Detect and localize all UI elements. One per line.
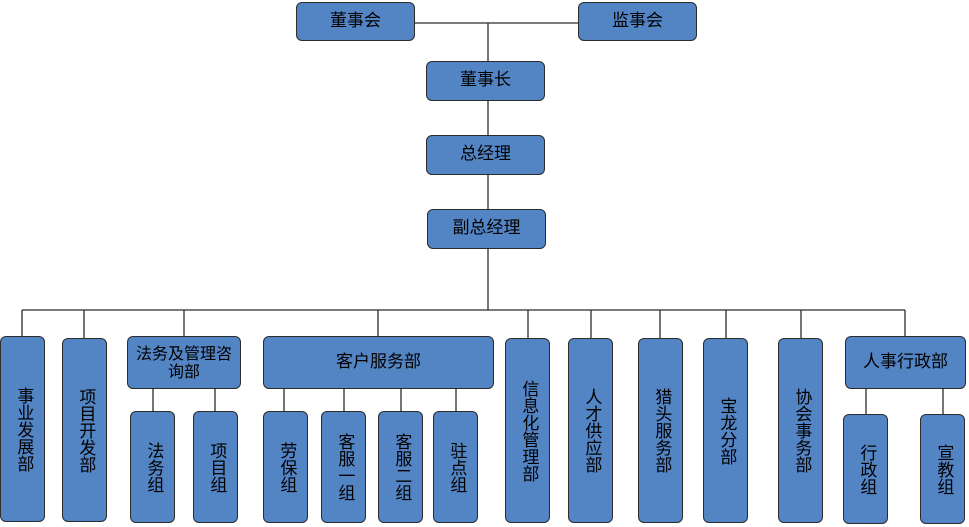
chairman-label: 董事长 xyxy=(460,70,511,91)
project-group: 项目组 xyxy=(193,411,238,523)
legal-consulting-dept: 法务及管理咨询部 xyxy=(127,336,241,389)
project-dev-dept: 项目开发部 xyxy=(62,338,107,522)
admin-group: 行政组 xyxy=(843,414,888,524)
project-group-label: 项目组 xyxy=(206,441,227,493)
hr-admin-dept: 人事行政部 xyxy=(845,336,966,389)
cs-group-2-label: 客服二组 xyxy=(391,433,412,501)
labor-group-label: 劳保组 xyxy=(276,441,297,493)
baolong-branch-label: 宝龙分部 xyxy=(716,396,737,465)
talent-dept-label: 人才供应部 xyxy=(581,388,602,473)
baolong-branch: 宝龙分部 xyxy=(703,338,748,523)
edu-group: 宣教组 xyxy=(920,414,965,524)
gm-label: 总经理 xyxy=(460,144,511,165)
association-affairs-dept: 协会事务部 xyxy=(778,338,823,523)
board-label: 董事会 xyxy=(330,10,381,31)
business-dev-label: 事业发展部 xyxy=(13,386,34,472)
legal-group-label: 法务组 xyxy=(143,441,164,493)
talent-supply-dept: 人才供应部 xyxy=(568,338,613,523)
it-dept-label: 信息化管理部 xyxy=(518,379,539,482)
customer-dept-label: 客户服务部 xyxy=(336,351,421,372)
edu-group-label: 宣教组 xyxy=(933,443,954,495)
business-dev-dept: 事业发展部 xyxy=(0,336,45,522)
supervisory-label: 监事会 xyxy=(612,10,663,31)
vgm-label: 副总经理 xyxy=(452,218,521,239)
cs-group-1-label: 客服一组 xyxy=(334,433,355,501)
customer-service-dept: 客户服务部 xyxy=(263,336,494,389)
onsite-group: 驻点组 xyxy=(433,411,478,523)
board-node: 董事会 xyxy=(296,2,415,41)
chairman-node: 董事长 xyxy=(426,61,545,101)
hr-dept-label: 人事行政部 xyxy=(863,351,948,372)
supervisory-node: 监事会 xyxy=(578,2,697,41)
onsite-group-label: 驻点组 xyxy=(446,441,467,493)
project-dev-label: 项目开发部 xyxy=(75,387,96,473)
cs-group-2: 客服二组 xyxy=(378,411,423,523)
legal-group: 法务组 xyxy=(130,411,175,523)
headhunting-dept: 猎头服务部 xyxy=(638,338,683,523)
it-management-dept: 信息化管理部 xyxy=(505,338,550,523)
assoc-dept-label: 协会事务部 xyxy=(791,388,812,473)
legal-dept-label: 法务及管理咨询部 xyxy=(135,343,232,381)
cs-group-1: 客服一组 xyxy=(321,411,366,523)
headhunt-dept-label: 猎头服务部 xyxy=(651,388,672,473)
gm-node: 总经理 xyxy=(426,135,545,175)
labor-group: 劳保组 xyxy=(263,411,308,523)
vgm-node: 副总经理 xyxy=(427,209,546,249)
admin-group-label: 行政组 xyxy=(856,443,877,495)
